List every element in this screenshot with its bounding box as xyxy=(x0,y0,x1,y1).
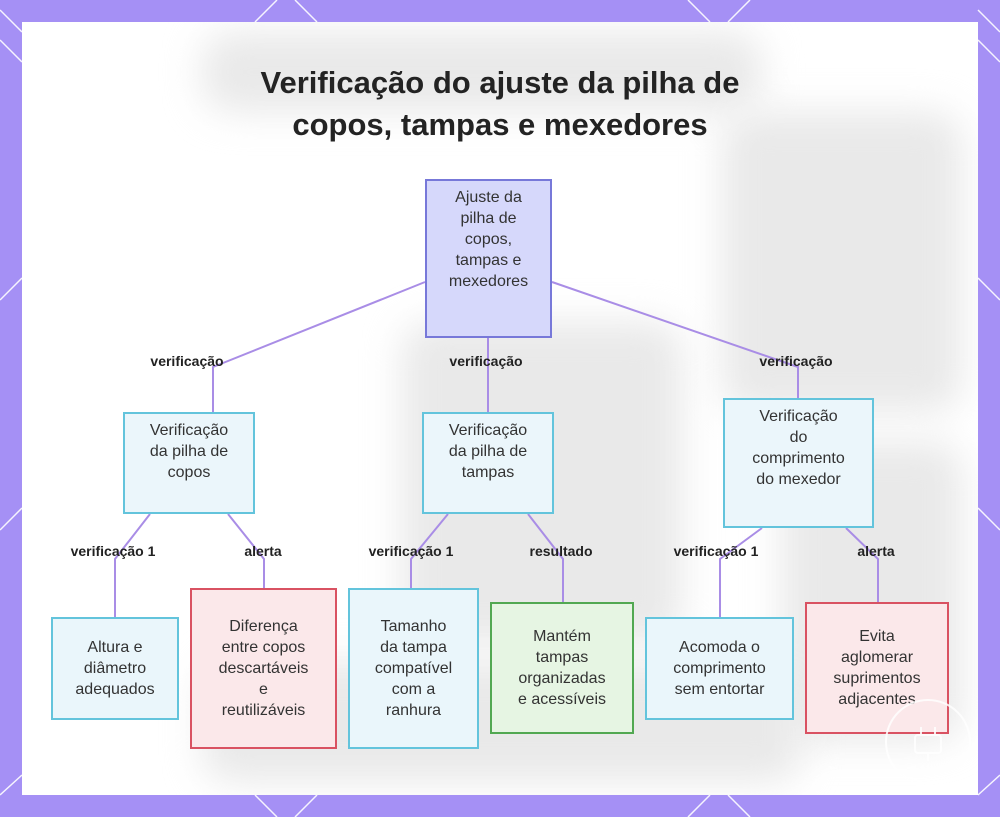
node-cups-alert: Diferença entre copos descartáveis e reu… xyxy=(190,588,337,749)
node-text: Ajuste da xyxy=(449,187,528,208)
node-text: e acessíveis xyxy=(518,689,606,710)
edge-label: alerta xyxy=(857,543,894,559)
edge-stirrer-ok xyxy=(720,528,762,617)
node-text: Evita xyxy=(833,626,920,647)
node-root: Ajuste da pilha de copos, tampas e mexed… xyxy=(425,179,552,338)
node-text: da pilha de xyxy=(449,441,527,462)
node-text: suprimentos xyxy=(833,668,920,689)
edge-label: verificação xyxy=(449,353,522,369)
node-text: Altura e xyxy=(75,637,154,658)
node-text: pilha de xyxy=(449,208,528,229)
node-text: copos xyxy=(150,462,228,483)
edge-label: verificação xyxy=(150,353,223,369)
node-text: Mantém xyxy=(518,626,606,647)
node-text: comprimento xyxy=(673,658,765,679)
node-text: do xyxy=(752,427,844,448)
node-text: ranhura xyxy=(375,700,452,721)
plug-icon xyxy=(887,701,969,783)
node-text: entre copos xyxy=(219,637,309,658)
node-text: diâmetro xyxy=(75,658,154,679)
node-text: sem entortar xyxy=(673,679,765,700)
node-text: do mexedor xyxy=(752,469,844,490)
node-text: Diferença xyxy=(219,616,309,637)
node-text: tampas e xyxy=(449,250,528,271)
edge-stirrer-alert xyxy=(846,528,878,602)
brand-badge-icon xyxy=(885,699,971,785)
node-cups-check: Verificação da pilha de copos xyxy=(123,412,255,514)
node-text: descartáveis xyxy=(219,658,309,679)
node-lids-result: Mantém tampas organizadas e acessíveis xyxy=(490,602,634,734)
edge-label: verificação 1 xyxy=(369,543,454,559)
edge-root-stirrer xyxy=(552,282,798,398)
node-text: adequados xyxy=(75,679,154,700)
node-text: e xyxy=(219,679,309,700)
node-text: aglomerar xyxy=(833,647,920,668)
node-text: da tampa xyxy=(375,637,452,658)
edge-cups-ok xyxy=(115,514,150,617)
node-text: Verificação xyxy=(150,420,228,441)
node-stirrer-ok: Acomoda o comprimento sem entortar xyxy=(645,617,794,720)
node-text: tampas xyxy=(449,462,527,483)
edge-label: resultado xyxy=(529,543,592,559)
edge-label: verificação xyxy=(759,353,832,369)
edge-root-cups xyxy=(213,282,425,412)
node-text: Verificação xyxy=(449,420,527,441)
node-text: mexedores xyxy=(449,271,528,292)
node-text: tampas xyxy=(518,647,606,668)
node-stirrer-check: Verificação do comprimento do mexedor xyxy=(723,398,874,528)
node-cups-ok: Altura e diâmetro adequados xyxy=(51,617,179,720)
node-text: organizadas xyxy=(518,668,606,689)
node-lids-ok: Tamanho da tampa compatível com a ranhur… xyxy=(348,588,479,749)
node-text: com a xyxy=(375,679,452,700)
node-lids-check: Verificação da pilha de tampas xyxy=(422,412,554,514)
node-text: Acomoda o xyxy=(673,637,765,658)
node-text: comprimento xyxy=(752,448,844,469)
edge-label: verificação 1 xyxy=(71,543,156,559)
diagram-card: Verificação do ajuste da pilha de copos,… xyxy=(22,22,978,795)
edge-label: alerta xyxy=(244,543,281,559)
node-text: Tamanho xyxy=(375,616,452,637)
node-text: copos, xyxy=(449,229,528,250)
node-text: Verificação xyxy=(752,406,844,427)
node-text: da pilha de xyxy=(150,441,228,462)
node-text: compatível xyxy=(375,658,452,679)
edge-label: verificação 1 xyxy=(674,543,759,559)
node-text: reutilizáveis xyxy=(219,700,309,721)
